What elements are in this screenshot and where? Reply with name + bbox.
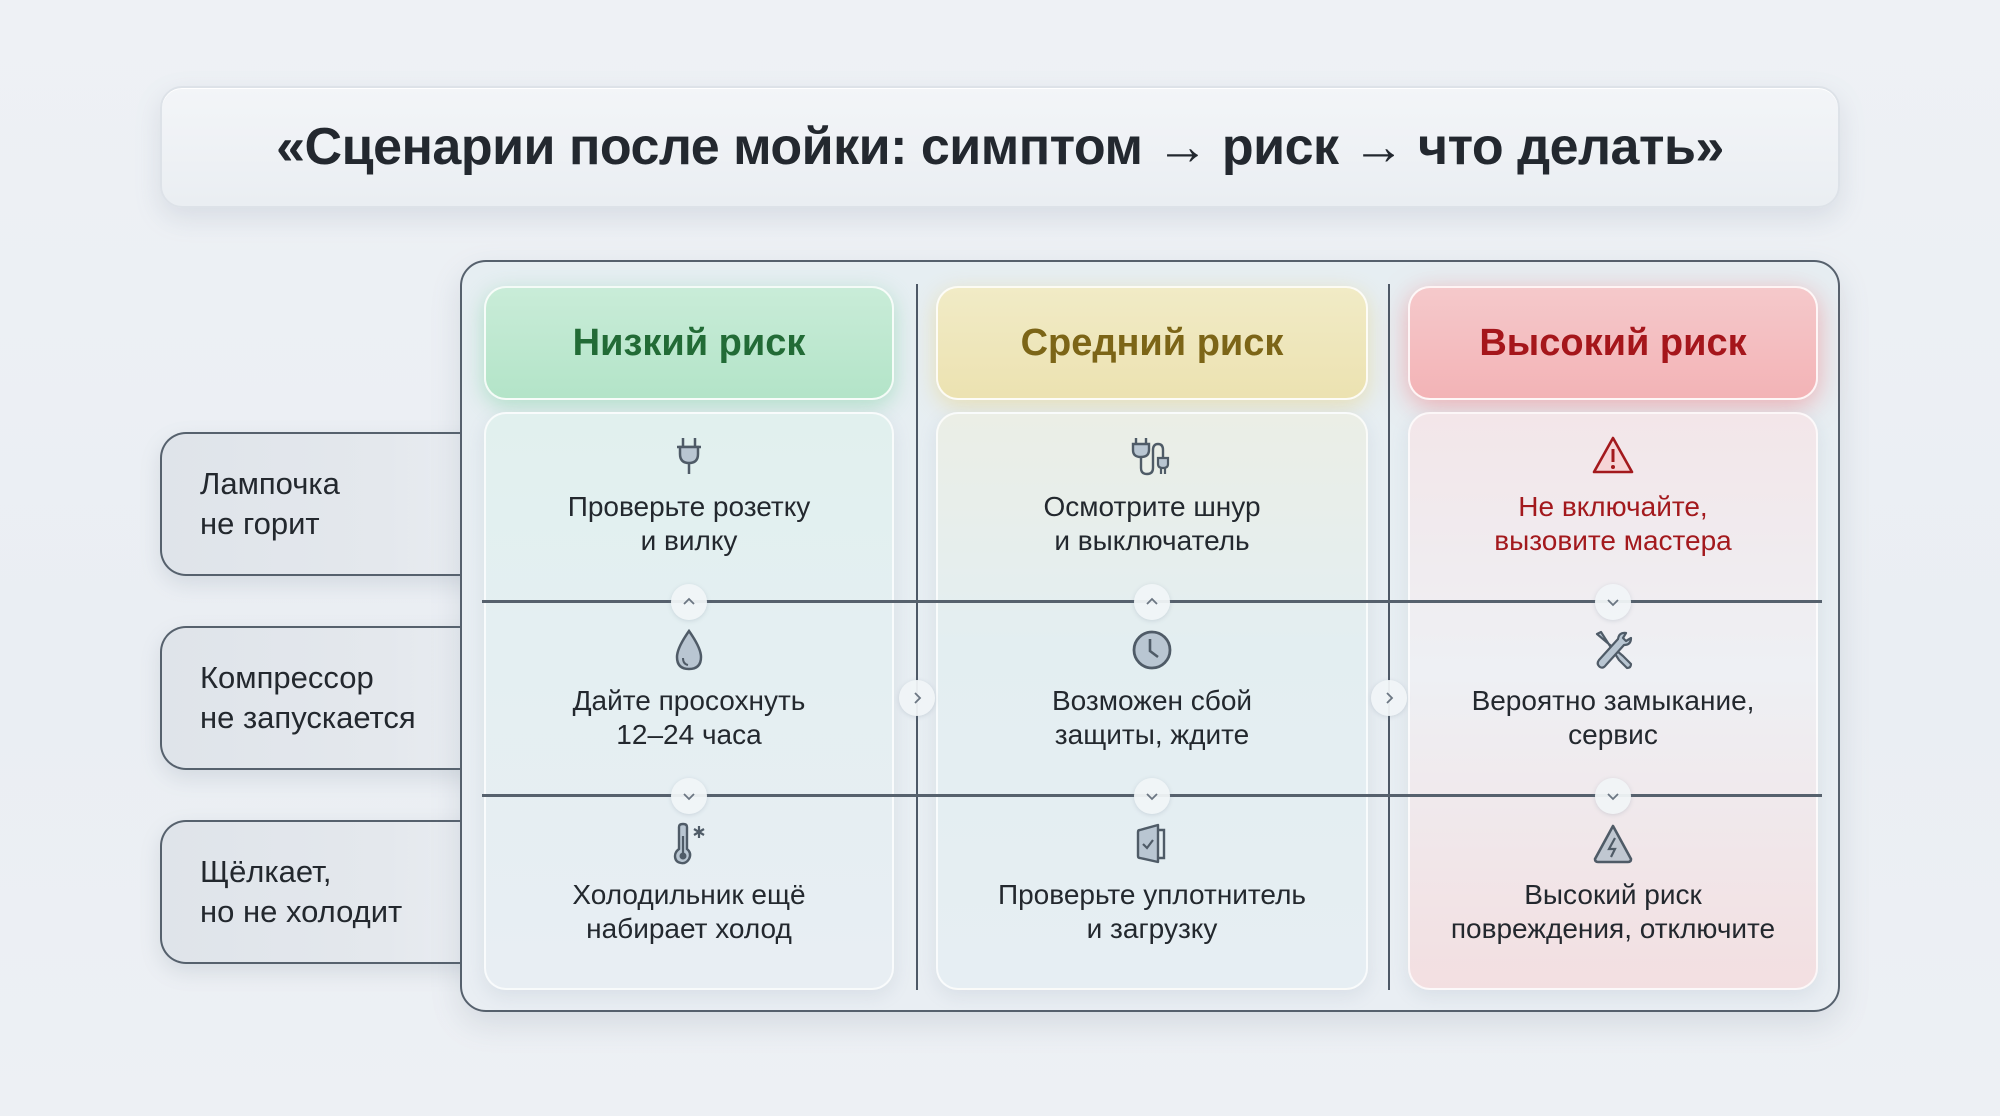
chevron-down-icon xyxy=(683,793,695,801)
symptom-row-1: Лампочка не горит xyxy=(160,432,480,576)
symptom-label: Щёлкает, но не холодит xyxy=(200,854,403,929)
symptom-label: Лампочка не горит xyxy=(200,466,340,541)
connector-node xyxy=(1134,584,1170,620)
connector-node xyxy=(1371,680,1407,716)
cell-r2-medium: Возможен сбой защиты, ждите xyxy=(936,628,1368,752)
column-header-medium: Средний риск xyxy=(936,286,1368,400)
cell-r3-high: Высокий риск повреждения, отключите xyxy=(1408,822,1818,946)
action-text: Высокий риск повреждения, отключите xyxy=(1450,879,1776,944)
connector-node xyxy=(1595,778,1631,814)
action-text: Вероятно замыкание, сервис xyxy=(1471,685,1755,750)
connector-node xyxy=(899,680,935,716)
cell-r1-low: Проверьте розетку и вилку xyxy=(484,434,894,558)
symptom-row-3: Щёлкает, но не холодит xyxy=(160,820,480,964)
plug-cord-icon xyxy=(1131,438,1170,476)
action-text: Осмотрите шнур и выключатель xyxy=(1043,491,1261,556)
action-text: Проверьте уплотнитель и загрузку xyxy=(997,879,1306,944)
column-header-label: Низкий риск xyxy=(572,321,806,364)
chevron-up-icon xyxy=(683,597,695,605)
connector-node xyxy=(1595,584,1631,620)
chevron-right-icon xyxy=(914,692,922,704)
chevron-down-icon xyxy=(1607,599,1619,607)
column-header-high: Высокий риск xyxy=(1408,286,1818,400)
cell-r2-high: Вероятно замыкание, сервис xyxy=(1408,628,1818,752)
action-text: Холодильник ещё набирает холод xyxy=(572,879,806,944)
thermometer-snow-icon xyxy=(673,822,705,865)
column-header-label: Высокий риск xyxy=(1479,321,1747,364)
title-card: «Сценарии после мойки: симптом → риск → … xyxy=(160,86,1840,208)
warning-icon xyxy=(1592,436,1634,474)
page-title: «Сценарии после мойки: симптом → риск → … xyxy=(276,118,1724,176)
connector-node xyxy=(671,778,707,814)
symptom-row-2: Компрессор не запускается xyxy=(160,626,480,770)
column-panel-low xyxy=(484,412,894,990)
chevron-down-icon xyxy=(1607,793,1619,801)
column-divider xyxy=(1388,284,1390,990)
chevron-down-icon xyxy=(1146,793,1158,801)
column-header-low: Низкий риск xyxy=(484,286,894,400)
chevron-right-icon xyxy=(1386,692,1394,704)
chevron-up-icon xyxy=(1146,597,1158,605)
action-text: Дайте просохнуть 12–24 часа xyxy=(572,685,806,750)
action-text: Не включайте, вызовите мастера xyxy=(1494,491,1732,556)
connector-node xyxy=(1134,778,1170,814)
clock-icon xyxy=(1132,630,1172,670)
door-check-icon xyxy=(1136,823,1166,864)
symptom-label: Компрессор не запускается xyxy=(200,660,416,735)
cell-r2-low: Дайте просохнуть 12–24 часа xyxy=(484,628,894,752)
cell-r1-high: Не включайте, вызовите мастера xyxy=(1408,434,1818,558)
action-text: Проверьте розетку и вилку xyxy=(567,491,811,556)
cell-r3-low: Холодильник ещё набирает холод xyxy=(484,822,894,946)
column-divider xyxy=(916,284,918,990)
water-drop-icon xyxy=(675,628,703,671)
tools-icon xyxy=(1595,630,1633,670)
column-panel-medium xyxy=(936,412,1368,990)
plug-icon xyxy=(677,438,701,474)
high-voltage-icon xyxy=(1593,824,1633,864)
cell-r3-medium: Проверьте уплотнитель и загрузку xyxy=(936,822,1368,946)
risk-matrix: Низкий риск Средний риск Высокий риск xyxy=(460,260,1840,1012)
column-panel-high xyxy=(1408,412,1818,990)
action-text: Возможен сбой защиты, ждите xyxy=(1051,685,1253,750)
cell-r1-medium: Осмотрите шнур и выключатель xyxy=(936,434,1368,558)
column-header-label: Средний риск xyxy=(1020,321,1284,364)
connector-node xyxy=(671,584,707,620)
